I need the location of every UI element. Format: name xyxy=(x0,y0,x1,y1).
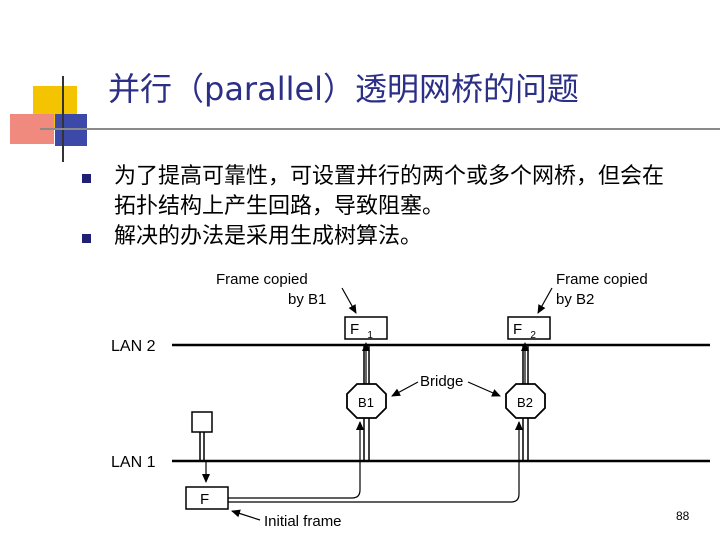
bridge-b2-label: B2 xyxy=(517,395,533,410)
copied-b2-line2: by B2 xyxy=(556,291,594,308)
bridge-caption: Bridge xyxy=(420,373,463,390)
frame-f2-subscript: 2 xyxy=(530,330,536,341)
title-divider xyxy=(40,128,720,130)
frame-f1-subscript: 1 xyxy=(367,330,373,341)
bullet-marker-icon xyxy=(82,234,91,243)
path-to-b2 xyxy=(228,421,523,503)
frame-f1-label: F xyxy=(350,321,359,338)
bullet-marker-icon xyxy=(82,174,91,183)
slide-title: 并行（parallel）透明网桥的问题 xyxy=(108,70,580,108)
bullet-text: 为了提高可靠性，可设置并行的两个或多个网桥，但会在拓扑结构上产生回路，导致阻塞。 xyxy=(114,164,665,219)
copied-b1-line2: by B1 xyxy=(288,291,326,308)
copied-b2-arrow xyxy=(537,287,553,314)
bridge-b2 xyxy=(505,383,546,419)
bullet-item: 为了提高可靠性，可设置并行的两个或多个网桥，但会在拓扑结构上产生回路，导致阻塞。 xyxy=(78,162,674,222)
copied-b1-line1: Frame copied xyxy=(216,271,308,288)
page-number: 88 xyxy=(676,509,690,523)
copied-b1-arrow xyxy=(341,287,357,314)
lan2-label: LAN 2 xyxy=(111,338,156,355)
frame-f2-box xyxy=(507,316,551,340)
bridge-b1 xyxy=(346,383,387,419)
copied-b2-line1: Frame copied xyxy=(556,271,648,288)
bullet-item: 解决的办法是采用生成树算法。 xyxy=(78,222,678,252)
bridge-arrow-left xyxy=(391,381,419,397)
svg-text:F 2: F 2 xyxy=(513,321,536,341)
initial-frame-caption: Initial frame xyxy=(264,513,342,530)
initial-frame-label: F xyxy=(200,491,209,508)
frame-f2-label: F xyxy=(513,321,522,338)
frame-f1-box xyxy=(344,316,388,340)
path-to-b1 xyxy=(228,421,364,499)
host-box xyxy=(191,411,213,433)
decor-vertical-line xyxy=(62,76,64,162)
initial-frame-arrow xyxy=(231,509,261,521)
bullet-text: 解决的办法是采用生成树算法。 xyxy=(114,224,423,249)
bridge-b1-label: B1 xyxy=(358,395,374,410)
bullet-list: 为了提高可靠性，可设置并行的两个或多个网桥，但会在拓扑结构上产生回路，导致阻塞。… xyxy=(78,162,678,252)
svg-text:F 1: F 1 xyxy=(350,321,373,341)
lan1-label: LAN 1 xyxy=(111,454,156,471)
bridge-arrow-right xyxy=(467,381,501,397)
decor-blue-square xyxy=(55,114,87,146)
